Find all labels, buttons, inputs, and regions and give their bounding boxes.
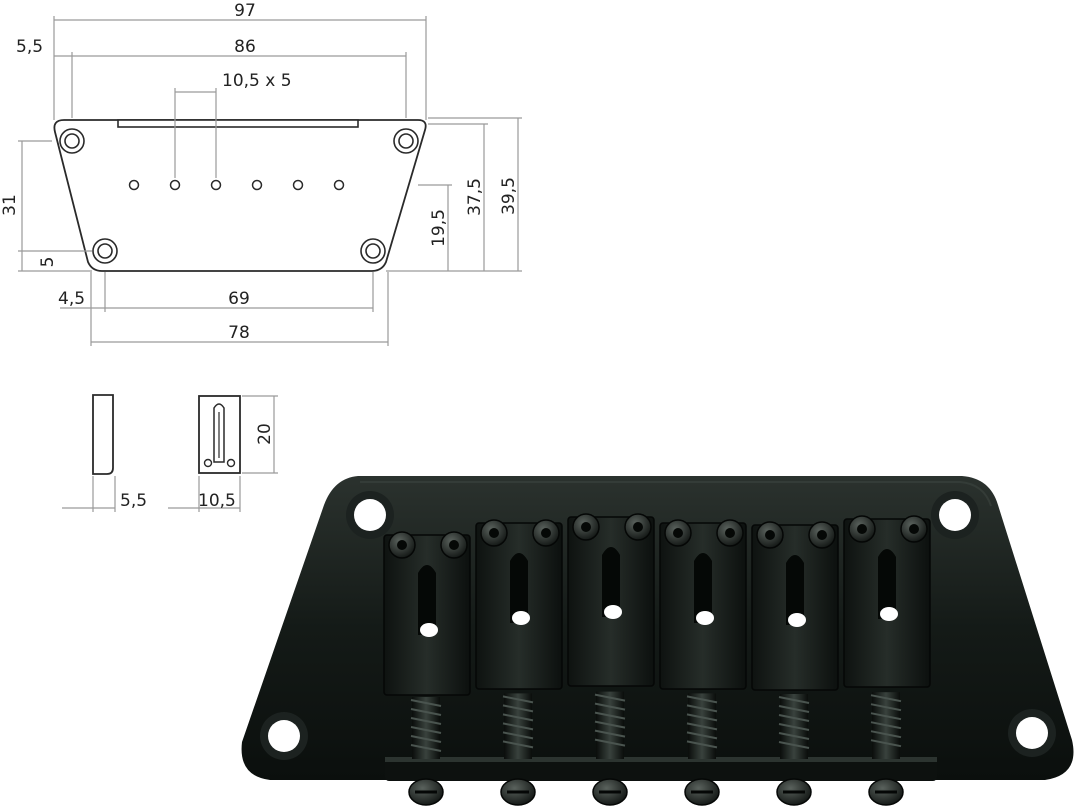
saddle-spring xyxy=(410,697,442,759)
top-view-drawing: 97 5,5 86 10,5 x 5 31 5 19,5 37,5 39,5 4… xyxy=(0,1,522,346)
saddle-front-view: 10,5 20 xyxy=(168,395,278,512)
string-hole xyxy=(333,179,345,191)
intonation-screw xyxy=(776,778,812,806)
dim-bottom-offset: 4,5 xyxy=(58,289,85,309)
saddle-spring xyxy=(686,693,718,759)
dim-overall-width: 97 xyxy=(234,1,256,21)
dim-height-right-1: 19,5 xyxy=(429,209,449,247)
intonation-screw xyxy=(684,778,720,806)
saddle-spring xyxy=(502,693,534,759)
mounting-hole xyxy=(346,491,394,539)
dim-height-right-2: 37,5 xyxy=(465,178,485,216)
dim-saddle-front-width: 10,5 xyxy=(198,491,236,511)
intonation-screw xyxy=(408,778,444,806)
height-screw xyxy=(440,531,468,559)
mounting-hole xyxy=(1008,709,1056,757)
height-screw xyxy=(900,515,928,543)
saddle xyxy=(475,519,563,806)
saddle-screw-hole xyxy=(226,458,236,468)
height-screw xyxy=(624,513,652,541)
saddle-spring xyxy=(870,692,902,759)
height-screw xyxy=(716,519,744,547)
saddle xyxy=(843,515,931,806)
string-bar xyxy=(117,119,359,128)
height-screw xyxy=(848,515,876,543)
intonation-screw xyxy=(592,778,628,806)
saddle-spring xyxy=(594,691,626,759)
saddle xyxy=(567,513,655,806)
saddle-screw-hole xyxy=(203,458,213,468)
dim-saddle-height: 20 xyxy=(255,423,275,445)
height-screw xyxy=(532,519,560,547)
dim-string-spacing: 10,5 x 5 xyxy=(222,71,292,91)
saddle-side-view: 5,5 xyxy=(62,394,147,512)
height-screw xyxy=(664,519,692,547)
dim-edge-offset: 5,5 xyxy=(16,37,43,57)
dim-height-right-3: 39,5 xyxy=(499,177,519,215)
mounting-hole xyxy=(260,712,308,760)
dim-bottom-edge: 5 xyxy=(38,257,58,268)
height-screw xyxy=(808,521,836,549)
mounting-hole xyxy=(393,128,419,154)
rear-bar xyxy=(385,757,937,781)
saddle xyxy=(383,531,471,806)
height-screw xyxy=(756,521,784,549)
saddle-spring xyxy=(778,694,810,759)
dim-hole-span-bottom: 69 xyxy=(228,289,250,309)
string-hole xyxy=(128,179,140,191)
string-hole xyxy=(210,179,222,191)
mounting-hole xyxy=(931,491,979,539)
dim-height-left: 31 xyxy=(0,194,20,216)
string-hole xyxy=(169,179,181,191)
intonation-screw xyxy=(500,778,536,806)
plate-outline xyxy=(53,119,427,272)
height-screw xyxy=(480,519,508,547)
dim-bottom-width: 78 xyxy=(228,323,250,343)
saddle xyxy=(751,521,839,806)
intonation-screw xyxy=(868,778,904,806)
dim-hole-span-top: 86 xyxy=(234,37,256,57)
height-screw xyxy=(572,513,600,541)
saddles xyxy=(383,513,931,806)
bridge-photo xyxy=(241,476,1074,806)
height-screw xyxy=(388,531,416,559)
string-hole xyxy=(292,179,304,191)
dim-saddle-side-width: 5,5 xyxy=(120,491,147,511)
saddle xyxy=(659,519,747,806)
mounting-hole xyxy=(59,128,85,154)
string-holes xyxy=(128,179,345,191)
mounting-hole xyxy=(92,238,118,264)
string-hole xyxy=(251,179,263,191)
mounting-hole xyxy=(360,238,386,264)
